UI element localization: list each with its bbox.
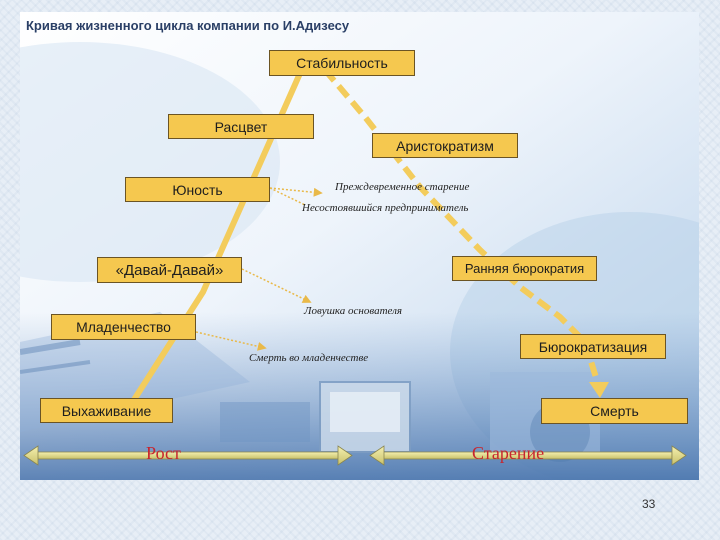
note-premature-aging: Преждевременное старение [335, 181, 470, 193]
stage-bureaucracy: Бюрократизация [520, 334, 666, 359]
slide: Кривая жизненного цикла компании по И.Ад… [20, 12, 699, 480]
stage-courtship: Выхаживание [40, 398, 173, 423]
stage-infancy: Младенчество [51, 314, 196, 340]
phase-growth-label: Рост [146, 443, 181, 463]
stage-prime: Расцвет [168, 114, 314, 139]
slide-title: Кривая жизненного цикла компании по И.Ад… [26, 18, 350, 33]
connector-unfulfilled-entrepreneur [269, 187, 306, 206]
connector-premature-aging [269, 187, 323, 197]
note-infant-mortality: Смерть во младенчестве [249, 352, 369, 364]
stage-stability: Стабильность [269, 50, 415, 76]
connector-founder-trap [241, 268, 312, 303]
stage-go-go: «Давай-Давай» [97, 257, 242, 283]
phase-aging-label: Старение [472, 443, 545, 463]
note-unfulfilled-entrepreneur: Несостоявшийся предприниматель [302, 202, 469, 214]
stage-early-bureaucracy: Ранняя бюрократия [452, 256, 597, 281]
page-number: 33 [642, 497, 656, 511]
note-founder-trap: Ловушка основателя [304, 305, 403, 317]
stage-adolescence: Юность [125, 177, 270, 202]
stage-death: Смерть [541, 398, 688, 424]
stage-aristocracy: Аристократизм [372, 133, 518, 158]
aging-curve-arrowhead [589, 382, 609, 398]
aging-arrow [369, 445, 687, 466]
growth-arrow [23, 445, 353, 466]
